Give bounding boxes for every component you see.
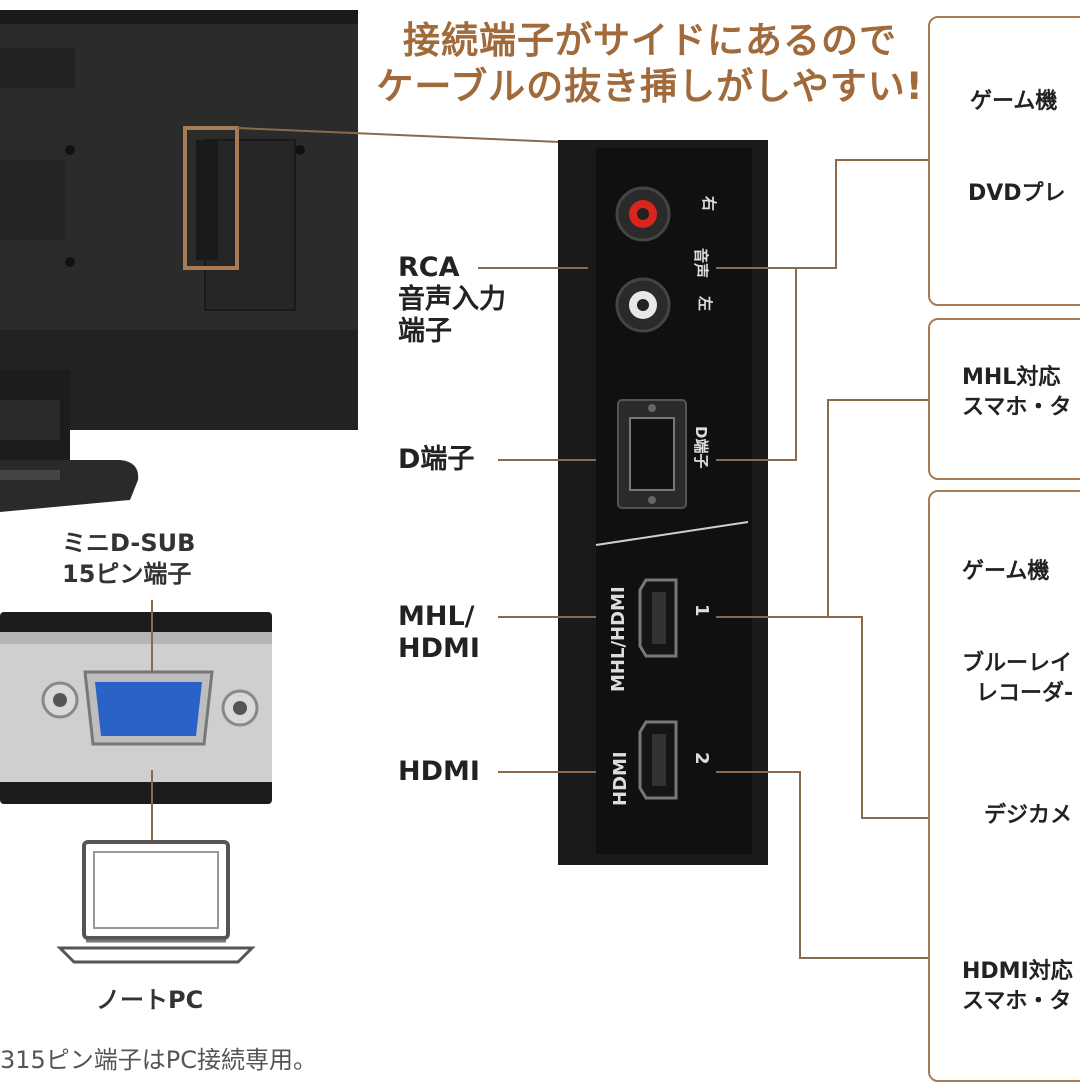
- device-connection-lines: [716, 159, 930, 959]
- label-mhl-hdmi: MHL/ HDMI: [398, 601, 480, 665]
- device-hdmi-line2: スマホ・タ: [962, 989, 1072, 1014]
- label-mhl-hdmi-line2: HDMI: [398, 633, 480, 664]
- footnote: 315ピン端子はPC接続専用。: [0, 1046, 318, 1074]
- headline: 接続端子がサイドにあるので ケーブルの抜き挿しがしやすい!: [360, 18, 940, 110]
- device-box-3: [928, 490, 1080, 1082]
- device-digital-camera: デジカメ: [984, 803, 1073, 828]
- device-mhl-line2: スマホ・タ: [962, 395, 1072, 420]
- connector-panel: [558, 140, 768, 865]
- headline-line2: ケーブルの抜き挿しがしやすい!: [376, 65, 924, 108]
- label-rca-line3: 端子: [398, 316, 452, 347]
- vga-closeup: [0, 600, 272, 842]
- label-hdmi: HDMI: [398, 756, 480, 787]
- laptop-icon: [56, 840, 256, 964]
- marking-hdmi: HDMI: [610, 751, 631, 806]
- device-dvd-player: DVDプレ: [968, 181, 1066, 206]
- port-leader-lines: [478, 267, 596, 773]
- device-bluray-line1: ブルーレイ: [962, 651, 1073, 676]
- device-game-console-2: ゲーム機: [962, 559, 1050, 584]
- label-dsub-line1: ミニD-SUB: [62, 529, 196, 557]
- device-game-console-1: ゲーム機: [970, 89, 1058, 114]
- device-bluray-line2: レコーダ-: [976, 681, 1074, 706]
- laptop-label: ノートPC: [96, 986, 204, 1014]
- device-box-1: [928, 16, 1080, 306]
- leader-line-panel: [236, 127, 561, 143]
- marking-left: 左: [696, 296, 714, 312]
- marking-mhl-hdmi: MHL/HDMI: [608, 586, 629, 692]
- device-box-2: [928, 318, 1080, 480]
- label-mhl-hdmi-line1: MHL/: [398, 601, 475, 632]
- device-hdmi-line1: HDMI対応: [962, 959, 1073, 984]
- monitor-back: [0, 10, 358, 512]
- label-rca: RCA 音声入力 端子: [398, 252, 506, 348]
- label-rca-line1: RCA: [398, 252, 460, 283]
- marking-right: 右: [700, 196, 718, 212]
- device-mhl-line1: MHL対応: [962, 365, 1061, 390]
- label-d-terminal: D端子: [398, 444, 475, 475]
- marking-audio: 音声: [692, 248, 710, 279]
- marking-port-1: 1: [691, 604, 712, 617]
- label-rca-line2: 音声入力: [398, 284, 506, 315]
- label-dsub: ミニD-SUB 15ピン端子: [62, 528, 195, 590]
- headline-line1: 接続端子がサイドにあるので: [403, 19, 897, 62]
- marking-d-port: D端子: [692, 426, 710, 469]
- marking-port-2: 2: [691, 752, 712, 765]
- label-dsub-line2: 15ピン端子: [62, 560, 192, 588]
